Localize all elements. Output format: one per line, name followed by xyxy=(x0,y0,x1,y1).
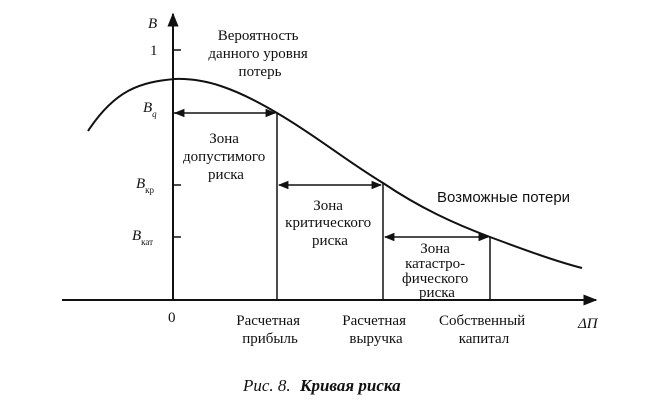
caption-prefix: Рис. 8. xyxy=(242,376,291,395)
x-tick-capital-label: Собственный капитал xyxy=(439,313,529,347)
curve-label: Возможные потери xyxy=(437,189,570,206)
zone-catastrophic-label: Зона катастро- фического риска xyxy=(402,241,472,301)
caption-title: Кривая риска xyxy=(299,376,401,395)
x-axis-label: ΔП xyxy=(577,316,599,332)
x-tick-revenue-label: Расчетная выручка xyxy=(342,313,409,347)
y-tick-bq-label: Bq xyxy=(143,100,157,119)
zone-critical-label: Зона критического риска xyxy=(285,198,375,249)
y-axis-label: В xyxy=(148,16,157,32)
x-tick-profit-label: Расчетная прибыль xyxy=(236,313,303,347)
y-tick-one-label: 1 xyxy=(150,43,158,59)
y-tick-bkr-label: Bкр xyxy=(136,176,155,195)
risk-curve xyxy=(87,77,583,269)
zone-permissible-label: Зона допустимого риска xyxy=(183,131,269,183)
y-tick-bkat-label: Bкат xyxy=(132,228,153,247)
top-note: Вероятность данного уровня потерь xyxy=(208,28,311,80)
figure-caption: Рис. 8. Кривая риска xyxy=(242,376,401,395)
x-origin-label: 0 xyxy=(168,310,176,326)
